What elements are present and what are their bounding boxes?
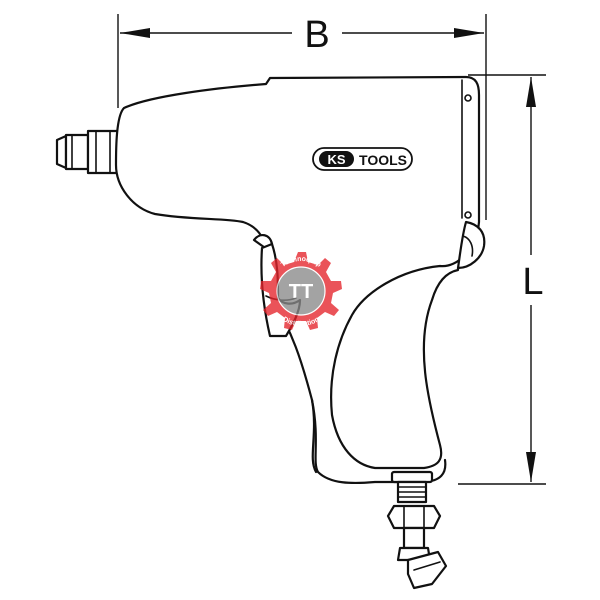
inlet-stem <box>402 526 426 550</box>
square-drive-tip <box>55 134 68 170</box>
dimension-l-label: L <box>522 261 543 303</box>
rear-screw-bottom <box>464 211 472 219</box>
inlet-coupler <box>406 550 448 590</box>
dimension-b: B <box>117 14 487 220</box>
watermark-center <box>277 267 325 315</box>
rear-screw-top <box>464 94 472 102</box>
dimension-l-arrow-bottom <box>526 452 536 482</box>
brand-suffix: TOOLS <box>359 152 407 168</box>
brand-prefix: KS <box>327 152 345 167</box>
anvil-collar <box>86 129 120 175</box>
watermark-line2: Distribution <box>281 316 320 328</box>
air-inlet-fitting <box>386 470 448 590</box>
dimension-l-arrow-top <box>526 77 536 107</box>
watermark-monogram: TT <box>289 281 313 303</box>
inlet-hex-nut <box>386 504 442 530</box>
watermark-seal: TT Technoquip Distribution <box>260 252 342 330</box>
brand-badge-prefix-bg <box>319 151 354 167</box>
brand-badge: KS TOOLS <box>312 147 413 171</box>
square-drive <box>55 129 120 175</box>
dimension-b-label: B <box>304 14 329 56</box>
square-drive-body <box>64 133 90 171</box>
rear-housing <box>456 79 486 270</box>
inlet-flange <box>390 470 434 484</box>
dimension-b-arrow-right <box>454 28 484 38</box>
dimension-b-arrow-left <box>120 28 150 38</box>
dimension-l: L <box>458 74 546 485</box>
